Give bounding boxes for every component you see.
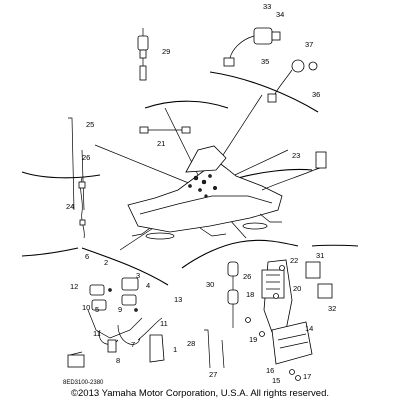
callout-6: 6 [85, 252, 89, 261]
part-33-34-main-switch [223, 27, 281, 67]
callout-26-top: 26 [82, 153, 90, 162]
part-35-37-lamp-switch [267, 59, 318, 103]
callout-9: 9 [118, 305, 122, 314]
part-31-32-relay [305, 261, 333, 299]
callout-19: 19 [249, 335, 257, 344]
callout-23: 23 [292, 151, 300, 160]
part-29-switch [137, 28, 149, 81]
callout-11-right: 11 [160, 319, 168, 328]
part-14-cdi-unit [271, 321, 313, 365]
callout-14: 14 [305, 324, 313, 333]
callout-13: 13 [174, 295, 182, 304]
callout-20: 20 [293, 284, 301, 293]
part-27-28-rods [204, 329, 225, 369]
callout-8: 8 [116, 356, 120, 365]
part-21-connector [139, 126, 191, 134]
callout-32: 32 [328, 304, 336, 313]
callout-15: 15 [272, 376, 280, 385]
callout-31: 31 [316, 251, 324, 260]
document-code: 8ED3100-2380 [63, 380, 104, 386]
engine-cluster [67, 277, 165, 368]
callout-11-left: 11 [93, 329, 101, 338]
callout-33: 33 [263, 2, 271, 11]
callout-28: 28 [187, 339, 195, 348]
callout-5: 5 [95, 305, 99, 314]
callout-12: 12 [70, 282, 78, 291]
part-25-probe [68, 117, 85, 211]
callout-37: 37 [305, 40, 313, 49]
part-small-fasteners [245, 265, 301, 381]
callout-22: 22 [290, 256, 298, 265]
callout-17: 17 [303, 372, 311, 381]
callout-29: 29 [162, 47, 170, 56]
callout-26-bottom: 26 [243, 272, 251, 281]
callout-10: 10 [82, 303, 90, 312]
callout-7: 7 [131, 340, 135, 349]
callout-4: 4 [146, 281, 150, 290]
callout-34: 34 [276, 10, 284, 19]
section-dividers [21, 71, 359, 286]
callout-18: 18 [246, 290, 254, 299]
part-24-harness [78, 177, 86, 239]
callout-16: 16 [266, 366, 274, 375]
callout-36: 36 [312, 90, 320, 99]
callout-labels: 33 34 29 37 35 36 25 21 26 23 24 2 6 31 … [66, 2, 336, 385]
callout-21: 21 [157, 139, 165, 148]
callout-27: 27 [209, 370, 217, 379]
part-23-lead [261, 151, 327, 191]
snowmobile-body [127, 145, 283, 240]
part-30-coil [227, 261, 239, 328]
callout-25: 25 [86, 120, 94, 129]
callout-35: 35 [261, 57, 269, 66]
copyright-notice: ©2013 Yamaha Motor Corporation, U.S.A. A… [71, 388, 329, 399]
callout-30: 30 [206, 280, 214, 289]
callout-1: 1 [173, 345, 177, 354]
callout-3: 3 [136, 271, 140, 280]
callout-2: 2 [104, 258, 108, 267]
callout-24: 24 [66, 202, 74, 211]
